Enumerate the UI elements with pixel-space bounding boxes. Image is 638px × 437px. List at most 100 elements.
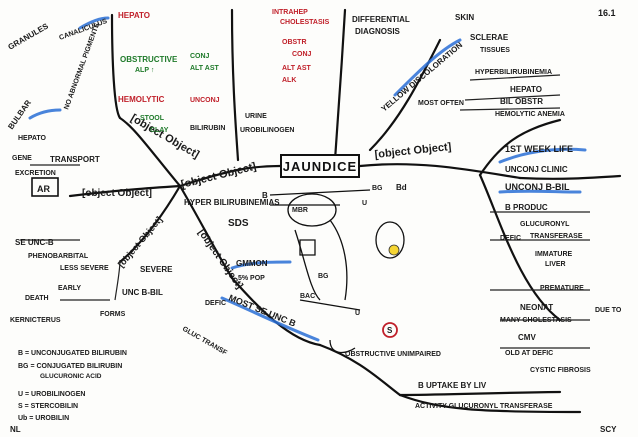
legend-b: B = UNCONJUGATED BILIRUBIN	[18, 350, 127, 357]
stercobilin-marker	[382, 322, 398, 338]
legend-u: U = UROBILINOGEN	[18, 391, 85, 398]
label-less-severe: LESS SEVERE	[60, 265, 109, 272]
label-first-week: 1ST WEEK LIFE	[505, 144, 573, 154]
label-hemolytic: HEMOLYTIC	[118, 95, 165, 104]
liver-shape	[287, 193, 337, 227]
label-b-produc: B PRODUC	[505, 203, 548, 212]
label-urine: URINE	[245, 113, 267, 120]
label-intrahep: INTRAHEP	[272, 9, 308, 16]
label-many-cholestasis: MANY CHOLESTASIS	[500, 317, 572, 324]
ar-box	[31, 177, 59, 197]
label-death: DEATH	[25, 295, 49, 302]
highlight-first-week	[498, 147, 587, 164]
label-liver: LIVER	[545, 261, 566, 268]
branch-line-uptake	[398, 390, 562, 397]
legend-ub: Ub = UROBILIN	[18, 415, 69, 422]
label-severe: SEVERE	[140, 265, 173, 274]
label-hepatocyte: HEPATO	[18, 135, 47, 142]
gallbladder-shape	[299, 239, 316, 256]
label-path-bd: Bd	[396, 183, 407, 192]
label-unc-b-bil: UNC B-BIL	[122, 288, 163, 297]
highlight-unconj-bbil	[498, 189, 582, 194]
label-bil-obstr: BIL OBSTR	[500, 97, 543, 106]
label-glucuronyl: GLUCURONYL	[520, 221, 570, 228]
label-hepato-right: HEPATO	[510, 85, 542, 94]
branch-physio-newborn: [object Object]	[374, 141, 452, 161]
label-obstr: OBSTR	[282, 39, 307, 46]
blue-highlights	[28, 16, 587, 342]
label-hyper-bilirubinemias: HYPER BILIRUBINEMIAS	[184, 198, 280, 207]
branch-crigler-najjar: [object Object]	[116, 215, 164, 270]
label-gene: GENE	[12, 155, 32, 162]
label-most-se-unc-b: MOST SE UNC B	[227, 293, 298, 329]
label-unconj-clinic: UNCONJ CLINIC	[505, 165, 568, 174]
label-canalicular: CANALICULUS	[58, 18, 108, 42]
urobilin-marker	[388, 244, 400, 256]
label-activity: ACTIVITY GLUCURONYL TRANSFERASE	[415, 403, 553, 410]
signature-left: NL	[10, 425, 21, 434]
label-phenobarbital: PHENOBARBITAL	[28, 253, 89, 260]
branch-line-gilbert	[178, 184, 234, 280]
label-alt-ast-red: ALT AST	[282, 65, 311, 72]
label-clay: CLAY	[150, 127, 169, 134]
label-path-bg2: BG	[318, 273, 329, 280]
label-sds: SDS	[228, 218, 249, 229]
branch-line-differential	[368, 38, 442, 152]
pathway-diagram	[269, 189, 405, 354]
branch-line-physio-newborn	[358, 163, 522, 180]
label-conj: CONJ	[190, 53, 210, 60]
branch-line-activity	[398, 393, 582, 414]
label-cmv: CMV	[518, 333, 536, 342]
label-unconj: UNCONJ	[190, 97, 220, 104]
label-five-percent-pop: 5% POP	[238, 275, 265, 282]
label-sclerae: SCLERAE	[470, 33, 509, 42]
branch-line-congenital	[178, 164, 282, 188]
label-early: EARLY	[58, 285, 81, 292]
legend-s: S = STERCOBILIN	[18, 403, 78, 410]
label-premature: PREMATURE	[540, 285, 584, 292]
label-due-to: DUE TO	[595, 307, 622, 314]
label-path-s: S	[387, 326, 393, 335]
branch-line-dubin	[68, 184, 182, 198]
label-hyperbilirubinemia: HYPERBILIRUBINEMIA	[475, 69, 552, 76]
label-forms: FORMS	[100, 311, 126, 318]
label-b-uptake: B UPTAKE BY LIV	[418, 381, 487, 390]
divider-center-left	[230, 8, 240, 162]
label-kernicterus: KERNICTERUS	[10, 317, 61, 324]
label-defic: DEFIC	[205, 300, 226, 307]
label-cystic-fibrosis: CYSTIC FIBROSIS	[530, 367, 591, 374]
label-immature: IMMATURE	[535, 251, 573, 258]
label-granules: GRANULES	[7, 21, 51, 52]
label-hepato: HEPATO	[118, 11, 150, 20]
highlight-yellow-discoloration	[393, 38, 462, 97]
center-label: JAUNDICE	[283, 159, 357, 174]
label-alt-ast: ALT AST	[190, 65, 219, 72]
label-transferase: TRANSFERASE	[530, 233, 583, 240]
branch-line-rotor	[118, 116, 182, 188]
label-ar: AR	[37, 184, 50, 194]
label-gmmon: GMMON	[236, 259, 268, 268]
legend-bg: BG = CONJUGATED BILIRUBIN	[18, 363, 122, 370]
page-number: 16.1	[598, 8, 616, 18]
divider-left	[110, 13, 122, 120]
signature-right: SCY	[600, 425, 617, 434]
label-cholestasis: CHOLESTASIS	[280, 19, 330, 26]
label-gluc-transf: GLUC TRANSF	[181, 326, 229, 358]
label-transport: TRANSPORT	[50, 155, 100, 164]
label-obstructive: OBSTRUCTIVE	[120, 55, 178, 64]
center-box	[280, 154, 360, 178]
legend-bg2: GLUCURONIC ACID	[40, 373, 102, 380]
label-tissues: TISSUES	[480, 47, 510, 54]
label-diagnosis: DIAGNOSIS	[355, 27, 401, 36]
label-most-often: MOST OFTEN	[418, 100, 464, 107]
label-deficit: DEFIC	[500, 235, 521, 242]
branch-line-neonat	[478, 173, 562, 322]
label-obstructive-unimpaired: OBSTRUCTIVE UNIMPAIRED	[345, 351, 441, 358]
label-path-u: U	[362, 200, 367, 207]
branch-congenital: [object Object]	[180, 161, 258, 191]
secondary-lines	[20, 74, 590, 349]
kidney-shape	[375, 221, 405, 259]
branch-line-obstructive	[318, 343, 402, 397]
